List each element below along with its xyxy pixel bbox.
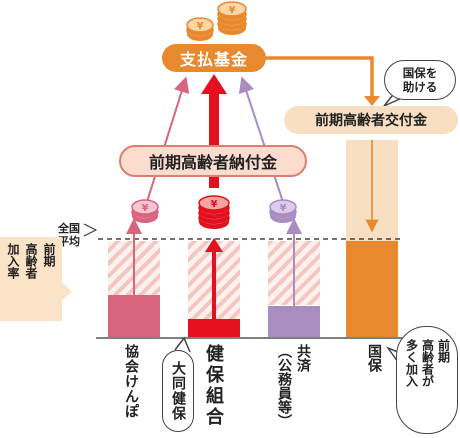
kyosai-bar <box>268 306 320 337</box>
kenpo-yen-symbol: ¥ <box>211 199 218 210</box>
kyosai-yen-symbol: ¥ <box>280 203 287 214</box>
kyokai-label: 協会けんぽ <box>123 344 139 419</box>
kenpo-to-fund-arrowhead <box>201 74 227 94</box>
kokuho-note-line-1: 前期 <box>436 339 451 363</box>
fund-right-coin <box>217 1 247 20</box>
kyokai-yen-symbol: ¥ <box>142 203 149 214</box>
kokuho-help-bubble: 国保を 助ける <box>384 60 456 100</box>
kyosai-coin <box>269 199 297 218</box>
kanyu-bubble-tail <box>62 282 72 300</box>
kenpo-to-fund-shaft <box>209 92 219 188</box>
join-rate-line-3: 加入率 <box>6 243 20 279</box>
kyosai-line-1: 共済 <box>295 344 311 372</box>
fund-left-yen-symbol: ¥ <box>197 21 204 32</box>
kyosai-to-fund-arrow <box>238 76 285 206</box>
central-fund-label: 支払基金 <box>162 44 266 72</box>
kyokai-bar <box>108 295 160 337</box>
daidou-bubble: 大同健保 <box>162 350 194 432</box>
national-average-label: 全国 平均 <box>56 222 82 248</box>
kokuho-bar <box>346 241 398 337</box>
kokuho-note-line-2: 高齢者が <box>420 339 435 387</box>
join-rate-line-2: 高齢者 <box>24 243 38 279</box>
join-rate-line-1: 前期 <box>42 243 56 267</box>
kenpo-coin <box>198 195 230 214</box>
kokuho-label: 国保 <box>366 344 382 372</box>
national-average-text: 全国 平均 <box>58 222 80 248</box>
fund-right-yen-symbol: ¥ <box>229 5 236 16</box>
fund-left-coin <box>186 17 214 36</box>
kenpo-up-arrowhead <box>205 238 223 252</box>
coin-stacks: ¥ ¥ ¥ ¥ ¥ <box>131 1 297 229</box>
daidou-label: 大同健保 <box>170 361 186 421</box>
kyokai-coin <box>131 199 159 218</box>
kokuho-help-line-2: 助ける <box>402 80 438 94</box>
national-average-bracket <box>83 223 98 237</box>
join-rate-bubble: 前期 高齢者 加入率 <box>0 237 62 321</box>
koufukin-label: 前期高齢者交付金 <box>284 106 458 134</box>
ooku-bubble-tail <box>385 346 399 363</box>
fund-to-koufukin-arrow <box>266 56 374 98</box>
kokuho-note-bubble: 前期 高齢者が 多く加入 <box>396 326 458 434</box>
fund-to-koufukin-arrowhead <box>364 96 380 106</box>
kyokai-to-fund-arrow <box>145 76 190 206</box>
kenpo-bar <box>188 319 240 337</box>
kyosai-line-2: （公務員等） <box>276 344 292 428</box>
kenpo-label: 健保組合 <box>203 344 224 428</box>
kyosai-label: 共済 （公務員等） <box>275 344 311 428</box>
kokuho-help-line-1: 国保を <box>402 66 438 80</box>
daidou-bubble-tail <box>174 336 191 353</box>
noufukin-label: 前期高齢者納付金 <box>119 145 307 177</box>
kokuho-note-line-3: 多く加入 <box>404 339 419 387</box>
